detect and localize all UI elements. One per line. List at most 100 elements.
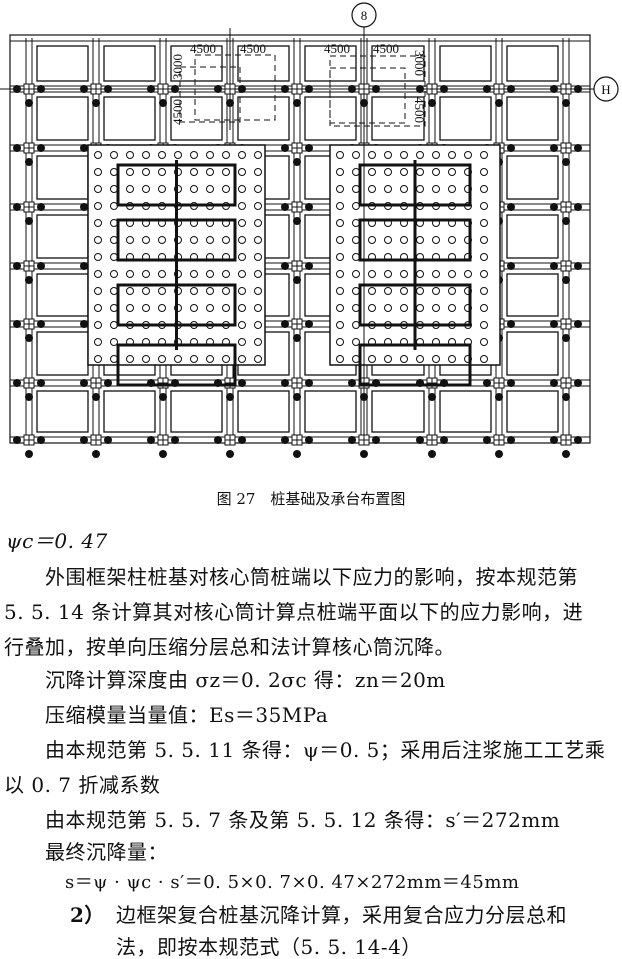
pile-circle	[238, 270, 246, 278]
pile-circle	[94, 253, 102, 261]
pile-circle	[238, 253, 246, 261]
pile-dot	[281, 436, 289, 444]
pile-circle	[254, 253, 262, 261]
pile-circle	[158, 236, 166, 244]
pile-dot	[562, 99, 570, 107]
pile-dot	[293, 450, 301, 458]
pile-circle	[432, 185, 440, 193]
pile-circle	[158, 270, 166, 278]
axis-label: 8	[361, 8, 368, 23]
pile-dot	[147, 436, 155, 444]
pile-dot	[305, 436, 313, 444]
slab-panel	[371, 45, 425, 82]
dimension-label: 4500	[412, 97, 427, 123]
pile-dot	[80, 320, 88, 328]
pile-circle	[480, 219, 488, 227]
pile-dot	[483, 379, 491, 387]
pile-circle	[142, 355, 150, 363]
pile-circle	[336, 270, 344, 278]
pile-circle	[480, 270, 488, 278]
slab-panel	[506, 96, 559, 141]
pile-dot	[171, 436, 179, 444]
pile-dot	[37, 203, 45, 211]
pile-foundation-plan-drawing: 4500 4500 3000 4500 4500 4500 3000 4500 …	[0, 2, 619, 458]
pile-dot	[80, 379, 88, 387]
paragraph-line: 行叠加，按单向压缩分层总和法计算核心筒沉降。	[4, 635, 455, 659]
pile-circle	[448, 270, 456, 278]
pile-circle	[158, 151, 166, 159]
pile-circle	[158, 185, 166, 193]
pile-circle	[190, 185, 198, 193]
psi-c-value: ψc＝0. 47	[6, 529, 108, 553]
pile-dot	[104, 436, 112, 444]
pile-circle	[126, 151, 134, 159]
pile-dot	[550, 203, 558, 211]
pile-circle	[336, 338, 344, 346]
pile-dot	[507, 379, 515, 387]
pile-circle	[368, 185, 376, 193]
settlement-formula: s＝ψ · ψc · s′＝0. 5×0. 7×0. 47×272mm＝45mm	[65, 872, 520, 893]
pile-dot	[92, 450, 100, 458]
pile-circle	[416, 355, 424, 363]
pile-circle	[448, 168, 456, 176]
pile-circle	[384, 304, 392, 312]
pile-dot	[348, 379, 356, 387]
pile-circle	[190, 151, 198, 159]
pile-circle	[448, 151, 456, 159]
pile-circle	[222, 185, 230, 193]
paragraph-line: 由本规范第 5. 5. 11 条得：ψ＝0. 5；采用后注浆施工工艺乘	[45, 738, 606, 762]
pile-circle	[432, 236, 440, 244]
slab-panel	[506, 331, 559, 376]
pile-dot	[495, 99, 503, 107]
pile-dot	[507, 144, 515, 152]
pile-dot	[92, 99, 100, 107]
pile-dot	[507, 320, 515, 328]
pile-dot	[25, 158, 33, 166]
pile-circle	[174, 151, 182, 159]
slab-panel	[304, 390, 357, 433]
pile-circle	[336, 321, 344, 329]
slab-panel	[439, 45, 492, 82]
pile-dot	[92, 393, 100, 401]
pile-circle	[126, 168, 134, 176]
pile-circle	[94, 287, 102, 295]
pile-circle	[336, 185, 344, 193]
pile-circle	[448, 185, 456, 193]
pile-circle	[384, 168, 392, 176]
pile-circle	[142, 304, 150, 312]
pile-circle	[238, 338, 246, 346]
pile-circle	[352, 270, 360, 278]
pile-circle	[432, 287, 440, 295]
pile-dot	[360, 450, 368, 458]
pile-dot	[159, 99, 167, 107]
pile-circle	[206, 270, 214, 278]
pile-circle	[368, 236, 376, 244]
pile-circle	[94, 355, 102, 363]
pile-circle	[432, 168, 440, 176]
pile-circle	[448, 355, 456, 363]
pile-circle	[94, 168, 102, 176]
pile-circle	[238, 304, 246, 312]
pile-circle	[94, 202, 102, 210]
pile-circle	[94, 236, 102, 244]
pile-circle	[336, 168, 344, 176]
pile-circle	[352, 151, 360, 159]
pile-dot	[372, 436, 380, 444]
settlement-depth-line: 沉降计算深度由 σz＝0. 2σc 得：zn＝20m	[45, 668, 446, 692]
pile-circle	[238, 185, 246, 193]
pile-dot	[13, 379, 21, 387]
pile-dot	[305, 262, 313, 270]
pile-dot	[25, 393, 33, 401]
paragraph-line: 以 0. 7 折减系数	[4, 773, 161, 797]
pile-dot	[25, 99, 33, 107]
pile-circle	[174, 355, 182, 363]
pile-dot	[562, 393, 570, 401]
pile-circle	[222, 151, 230, 159]
slab-panel	[506, 214, 559, 259]
pile-circle	[352, 338, 360, 346]
pile-circle	[480, 168, 488, 176]
pile-circle	[368, 304, 376, 312]
pile-circle	[368, 168, 376, 176]
pile-circle	[110, 270, 118, 278]
pile-circle	[480, 236, 488, 244]
